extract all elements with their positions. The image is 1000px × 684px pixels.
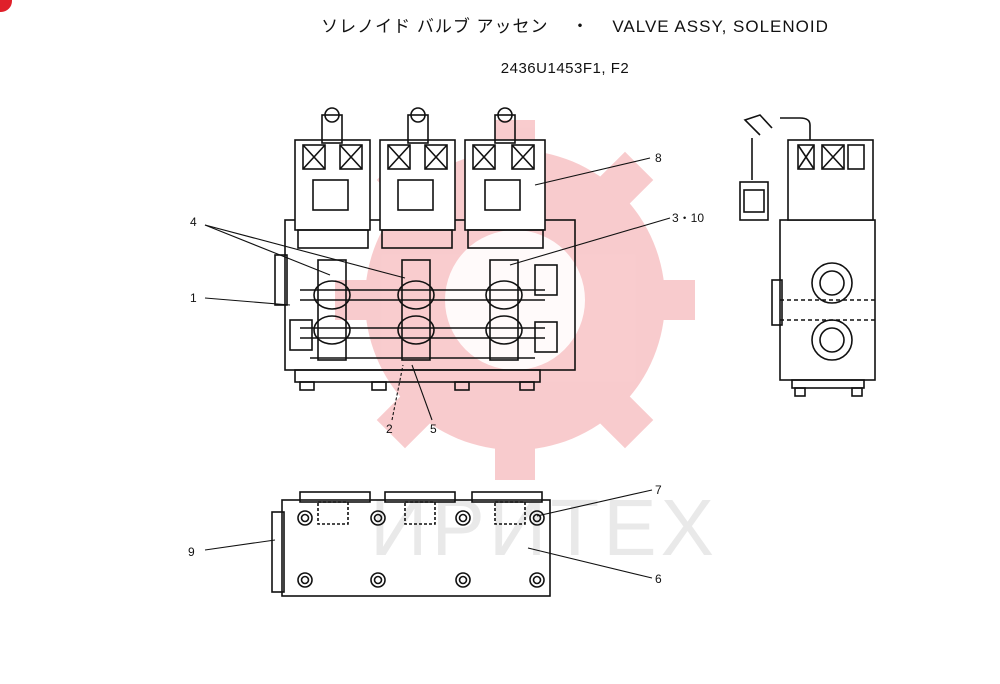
title-english: VALVE ASSY, SOLENOID [612, 17, 829, 36]
callout-1: 1 [190, 291, 197, 305]
callout-7: 7 [655, 483, 662, 497]
watermark-text: ИРИТЕХ [370, 483, 718, 572]
drawing-title: ソレノイド バルブ アッセン ・ VALVE ASSY, SOLENOID [0, 12, 1000, 37]
callout-9: 9 [188, 545, 195, 559]
leader-lines [204, 157, 671, 579]
callout-3-10: 3・10 [672, 211, 704, 225]
side-view [739, 114, 876, 397]
title-japanese: ソレノイド バルブ アッセン [321, 17, 549, 36]
title-separator: ・ [571, 17, 590, 36]
callout-2: 2 [386, 422, 393, 436]
callout-5: 5 [430, 422, 437, 436]
callout-8: 8 [655, 151, 662, 165]
callout-6: 6 [655, 572, 662, 586]
callout-4: 4 [190, 215, 197, 229]
bottom-view [271, 491, 551, 597]
front-view [274, 107, 576, 391]
part-number: 2436U1453F1, F2 [500, 60, 630, 77]
